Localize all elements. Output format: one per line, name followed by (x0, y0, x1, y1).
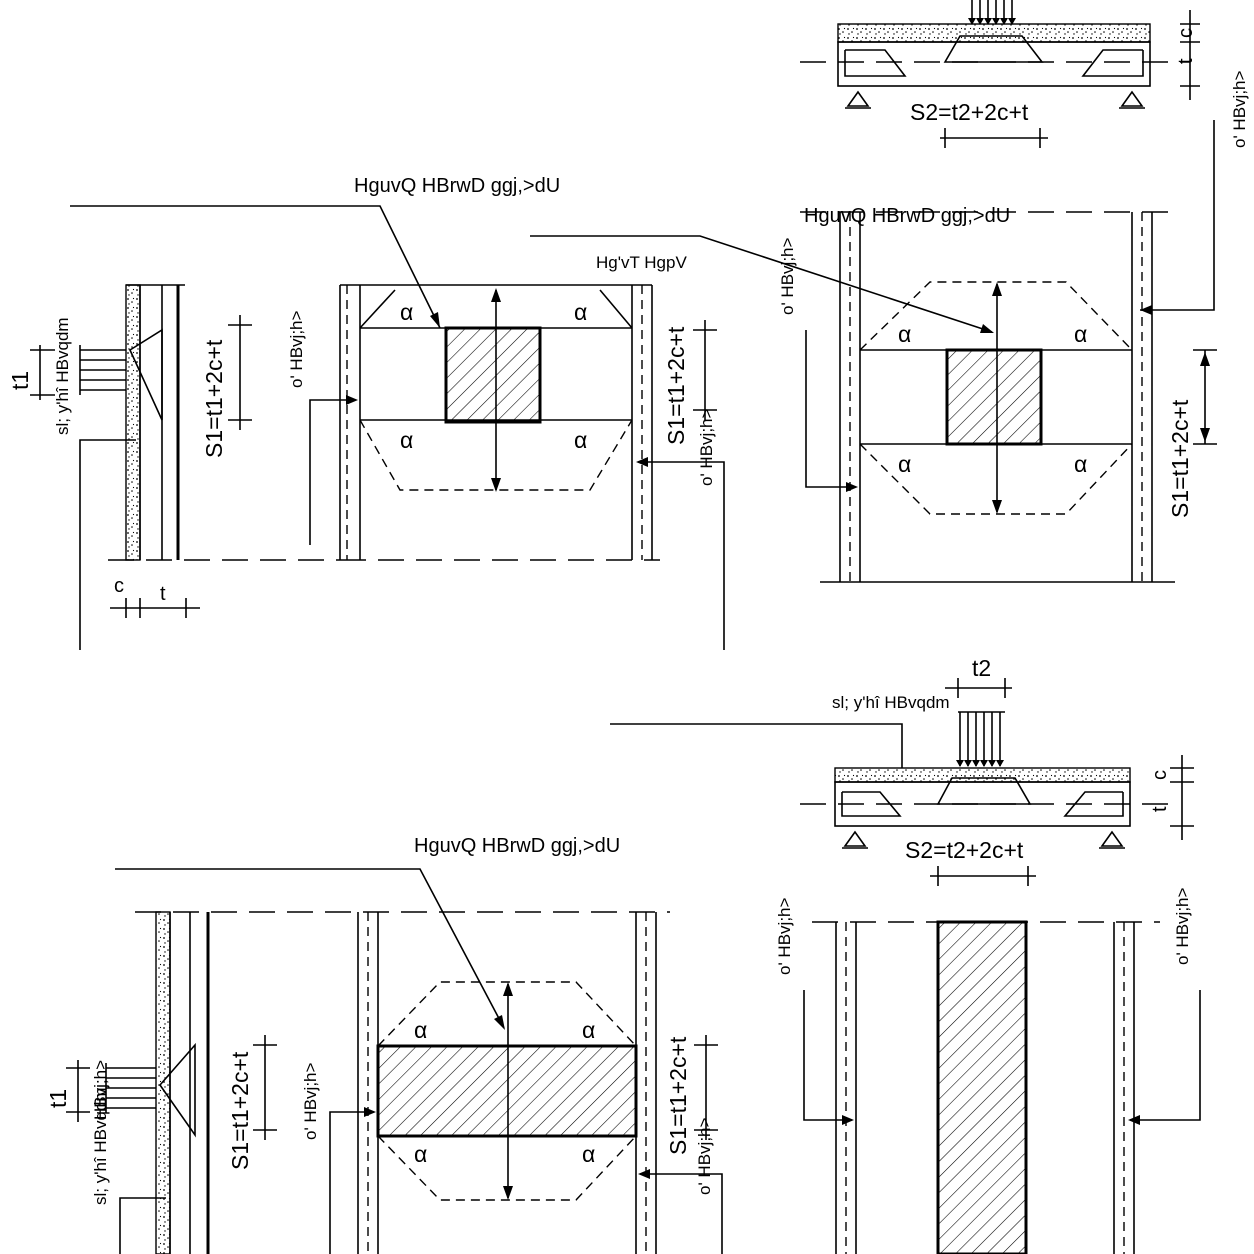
s1-formula-right: S1=t1+2c+t (1167, 399, 1193, 518)
slab-section-bottom: t2 sl; y'hî HBvqdm S2=t2+2c+t c t (610, 655, 1194, 886)
support-right (1120, 90, 1144, 107)
s1-formula-mid: S1=t1+2c+t (663, 326, 689, 445)
perimeter-leader-3 (115, 868, 505, 1029)
column-square-top (444, 326, 542, 424)
s1-formula-bottom-left: S1=t1+2c+t (227, 1051, 253, 1170)
t1-label-bottom: t1 (45, 1089, 71, 1108)
wall-section-top-left: t1 sl; y'hî HBvqdm S1=t1+2c+t c t (7, 284, 340, 650)
topping-layer-2 (834, 767, 1131, 783)
load-spread-left (128, 328, 163, 421)
alpha-4: α (574, 427, 587, 453)
load-arrows-left-2 (105, 1063, 156, 1113)
rebar-left-2 (841, 791, 902, 817)
alpha-10: α (582, 1017, 595, 1043)
column-rect-bottom (376, 1044, 638, 1138)
load-label-left-2: sl; y'hî HBvqdm (91, 1087, 110, 1205)
load-arrows-left (79, 345, 126, 395)
leader-mid-right (638, 461, 725, 650)
c-label-left: c (114, 575, 124, 597)
alpha-11: α (414, 1141, 427, 1167)
plan-bottom-right: o' HBvj;h> o' HBvj;h> (775, 888, 1201, 1254)
s2-formula-bottom: S2=t2+2c+t (905, 837, 1024, 863)
leader-mid-left (309, 399, 355, 545)
plan-bottom-middle: α α α α HguvQ HBrwD ggj,>dU o' HBvj;h> S… (115, 835, 723, 1254)
perimeter-leader-2 (530, 235, 993, 333)
perimeter-leader-1 (70, 205, 441, 329)
leader-top-right (1140, 120, 1215, 311)
load-arrows-2 (956, 711, 1005, 767)
plan-middle-right: α α α α HguvQ HBrwD ggj,>dU o' HBvj;h> S… (530, 205, 1217, 583)
alpha-5: α (898, 321, 911, 347)
perimeter-label-1: HguvQ HBrwD ggj,>dU (354, 175, 560, 197)
free-edge-label-right: o' HBvj;h> (778, 238, 797, 315)
load-arrows (968, 0, 1016, 25)
leader-right-inner (805, 330, 855, 488)
rebar-right (1081, 49, 1144, 77)
slab-section-top: S2=t2+2c+t c t o' HBvj;h> (800, 0, 1249, 315)
free-edge-label-top: o' HBvj;h> (1230, 71, 1249, 148)
alpha-2: α (574, 299, 587, 325)
c-label-top: c (1175, 28, 1197, 38)
alpha-6: α (1074, 321, 1087, 347)
c-label-bottom: c (1149, 770, 1171, 780)
s1-formula-bottom-mid: S1=t1+2c+t (665, 1036, 691, 1155)
perimeter-label-2: HguvQ HBrwD ggj,>dU (804, 205, 1010, 227)
t1-label-left: t1 (7, 371, 33, 390)
t-label-bottom: t (1149, 806, 1171, 812)
free-edge-label-bottom-mid-2: o' HBvj;h> (695, 1118, 714, 1195)
rebar-right-2 (1063, 791, 1124, 817)
perimeter-label-3: HguvQ HBrwD ggj,>dU (414, 835, 620, 857)
rebar-left (844, 49, 907, 77)
s1-formula-left: S1=t1+2c+t (201, 339, 227, 458)
slab-body (837, 41, 1151, 87)
plan-top-middle: α α α α HguvQ HBrwD ggj,>dU Hg'vT HgpV o… (70, 175, 725, 650)
alpha-1: α (400, 299, 413, 325)
free-edge-short-bottom: HBvj;h> (91, 1060, 110, 1120)
alpha-7: α (898, 451, 911, 477)
corner-note: Hg'vT HgpV (596, 253, 687, 272)
s2-formula-top: S2=t2+2c+t (910, 99, 1029, 125)
free-edge-label-mid-2: o' HBvj;h> (697, 409, 716, 486)
alpha-12: α (582, 1141, 595, 1167)
free-edge-label-bottom-right: o' HBvj;h> (775, 898, 794, 975)
leader-left (79, 439, 136, 650)
column-square-right (945, 348, 1043, 446)
free-edge-label-bottom-mid: o' HBvj;h> (301, 1063, 320, 1140)
alpha-8: α (1074, 451, 1087, 477)
free-edge-label-bottom-right-2: o' HBvj;h> (1173, 888, 1192, 965)
leader-bottom-right (610, 723, 903, 768)
free-edge-label-mid: o' HBvj;h> (287, 311, 306, 388)
alpha-3: α (400, 427, 413, 453)
wall-section-bottom-left: t1 HBvj;h> sl; y'hî HBvqdm S1=t1+2c+t (45, 911, 670, 1254)
load-label-left: sl; y'hî HBvqdm (53, 317, 72, 435)
t-label-left: t (160, 583, 166, 605)
support-left (846, 90, 870, 107)
t-label-top: t (1175, 58, 1197, 64)
topping-layer (837, 23, 1151, 43)
t2-label: t2 (972, 655, 991, 681)
column-long-bottom (936, 920, 1028, 1254)
wall-topping (125, 284, 141, 561)
load-label-bottom: sl; y'hî HBvqdm (832, 693, 950, 712)
alpha-9: α (414, 1017, 427, 1043)
